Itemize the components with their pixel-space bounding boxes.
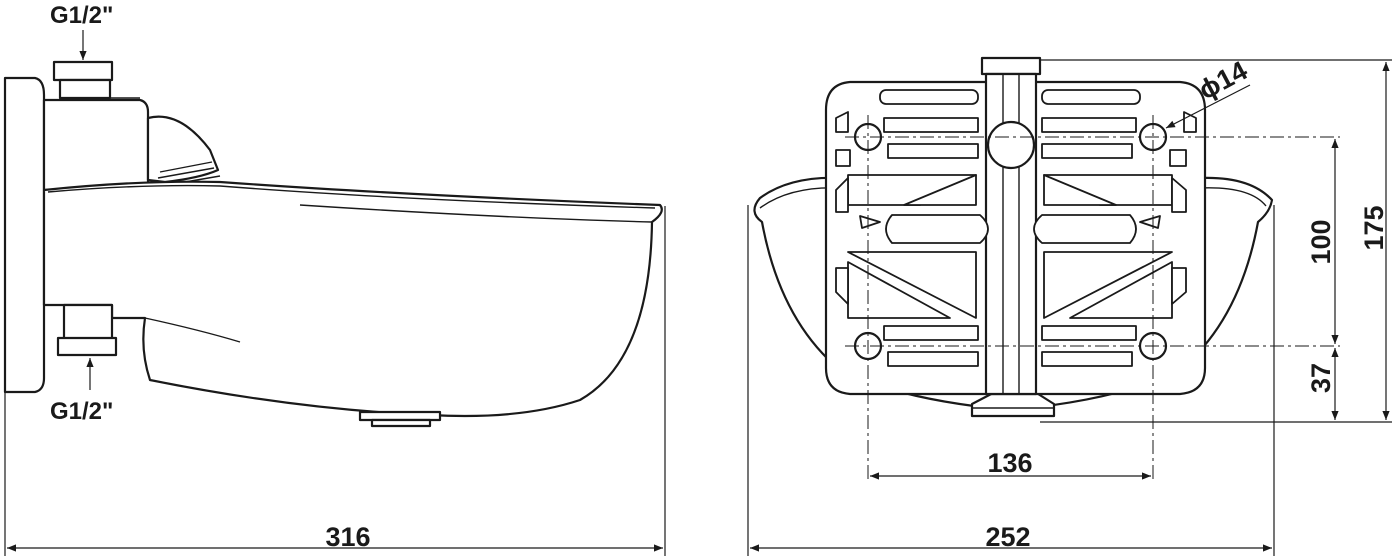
front-view: ϕ14 136 252 100 37 175 xyxy=(747,55,1392,556)
valve-housing xyxy=(42,98,150,192)
width-label-side: 316 xyxy=(325,522,370,552)
thread-label-top: G1/2" xyxy=(50,2,113,29)
mid-slot-left xyxy=(885,214,989,244)
bowl-side xyxy=(42,180,663,418)
side-view: G1/2" G1/2" 316 xyxy=(3,2,666,556)
plate-slots-right xyxy=(1041,89,1197,367)
bottom-inlet-connector xyxy=(56,336,118,357)
wall-plate xyxy=(3,76,46,394)
plate-slots-left xyxy=(835,89,979,367)
top-inlet-connector xyxy=(52,60,114,82)
drain-plug-side xyxy=(358,410,442,422)
total-height-label: 175 xyxy=(1359,205,1389,250)
bottom-inlet-neck xyxy=(62,303,114,342)
thread-label-bottom: G1/2" xyxy=(50,398,113,425)
bottom-offset-label: 37 xyxy=(1306,363,1336,393)
top-cap xyxy=(980,56,1042,76)
hole-spacing-h-label: 136 xyxy=(987,448,1032,478)
width-label-front: 252 xyxy=(985,522,1030,552)
top-inlet-neck xyxy=(58,78,112,100)
mid-slot-right xyxy=(1033,214,1137,244)
hole-spacing-v-label: 100 xyxy=(1306,219,1336,264)
valve-paddle xyxy=(146,115,220,184)
